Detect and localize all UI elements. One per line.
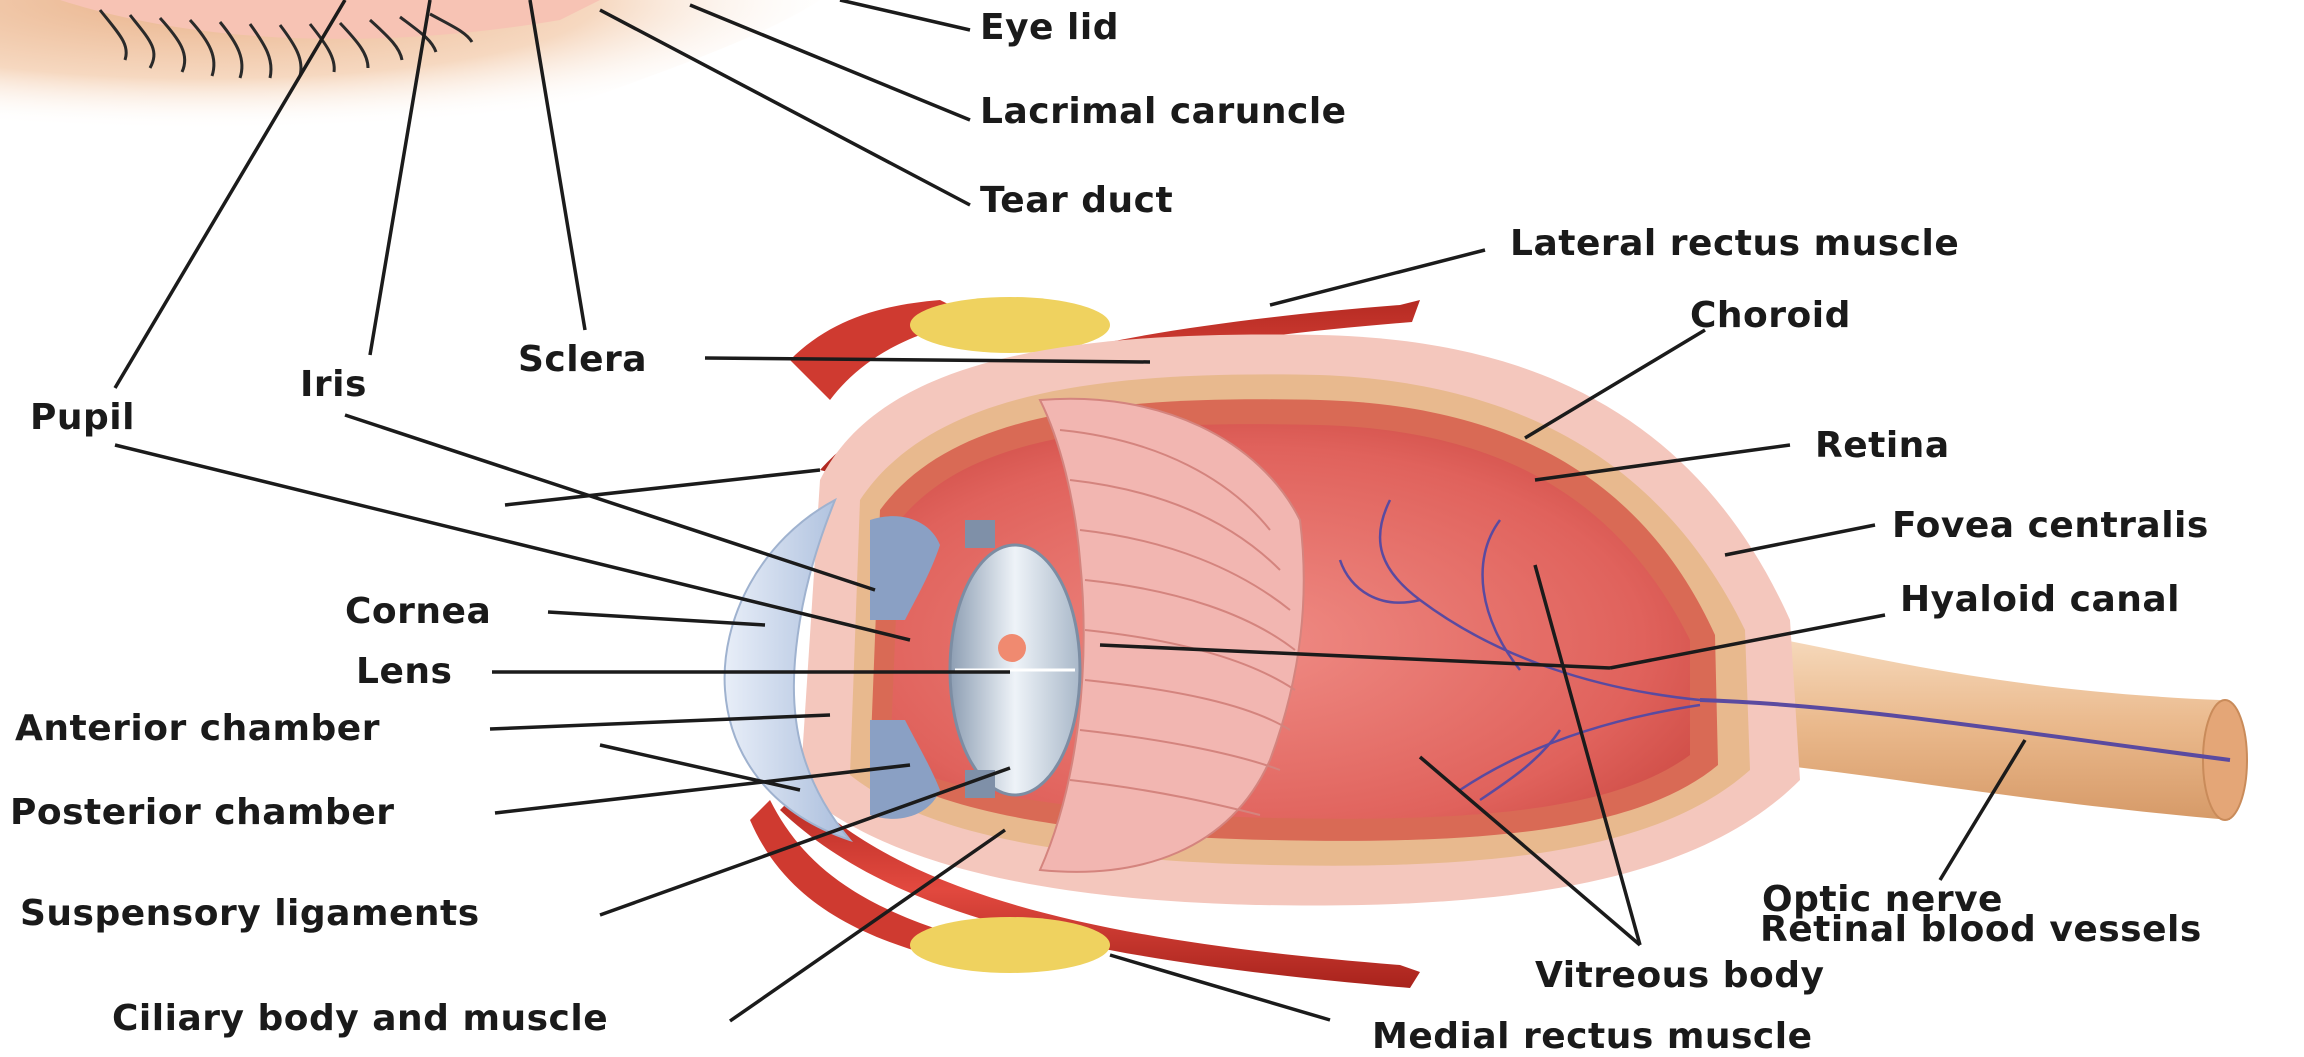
leader-fovea <box>1725 525 1875 555</box>
label-retinal-blood-vessels: Retinal blood vessels <box>1760 912 2202 948</box>
upper-fat-pad <box>910 297 1110 353</box>
label-eye-lid: Eye lid <box>980 10 1119 46</box>
label-posterior-chamber: Posterior chamber <box>10 795 395 831</box>
label-anterior-chamber: Anterior chamber <box>15 711 380 747</box>
label-suspensory-ligaments: Suspensory ligaments <box>20 896 480 932</box>
label-lens: Lens <box>356 654 452 690</box>
label-medial-rectus-muscle: Medial rectus muscle <box>1372 1019 1813 1055</box>
label-lacrimal-caruncle: Lacrimal caruncle <box>980 94 1347 130</box>
label-iris: Iris <box>300 367 367 403</box>
external-eye-illustration <box>0 0 820 163</box>
label-lateral-rectus-muscle: Lateral rectus muscle <box>1510 226 1959 262</box>
leader-eye-lid <box>840 0 970 30</box>
label-ciliary-body-and-muscle: Ciliary body and muscle <box>112 1001 608 1037</box>
leader-iris-to-eye <box>345 415 875 590</box>
eyeball-cross-section <box>725 297 2247 988</box>
label-pupil: Pupil <box>30 400 135 436</box>
label-tear-duct: Tear duct <box>980 183 1173 219</box>
label-choroid: Choroid <box>1690 298 1851 334</box>
leader-tear-duct <box>600 10 970 205</box>
label-sclera: Sclera <box>518 342 647 378</box>
lower-fat-pad <box>910 917 1110 973</box>
label-hyaloid-canal: Hyaloid canal <box>1900 582 2180 618</box>
leader-cornea <box>548 612 765 625</box>
leader-lacrimal-caruncle <box>690 5 970 120</box>
leader-eye-extra-1 <box>505 470 820 505</box>
label-fovea-centralis: Fovea centralis <box>1892 508 2209 544</box>
label-retina: Retina <box>1815 428 1950 464</box>
leader-lateral-rectus <box>1270 250 1485 305</box>
suspensory-ligament-top <box>965 520 995 548</box>
label-vitreous-body: Vitreous body <box>1535 958 1825 994</box>
lens-nucleus <box>998 634 1026 662</box>
label-cornea: Cornea <box>345 594 491 630</box>
